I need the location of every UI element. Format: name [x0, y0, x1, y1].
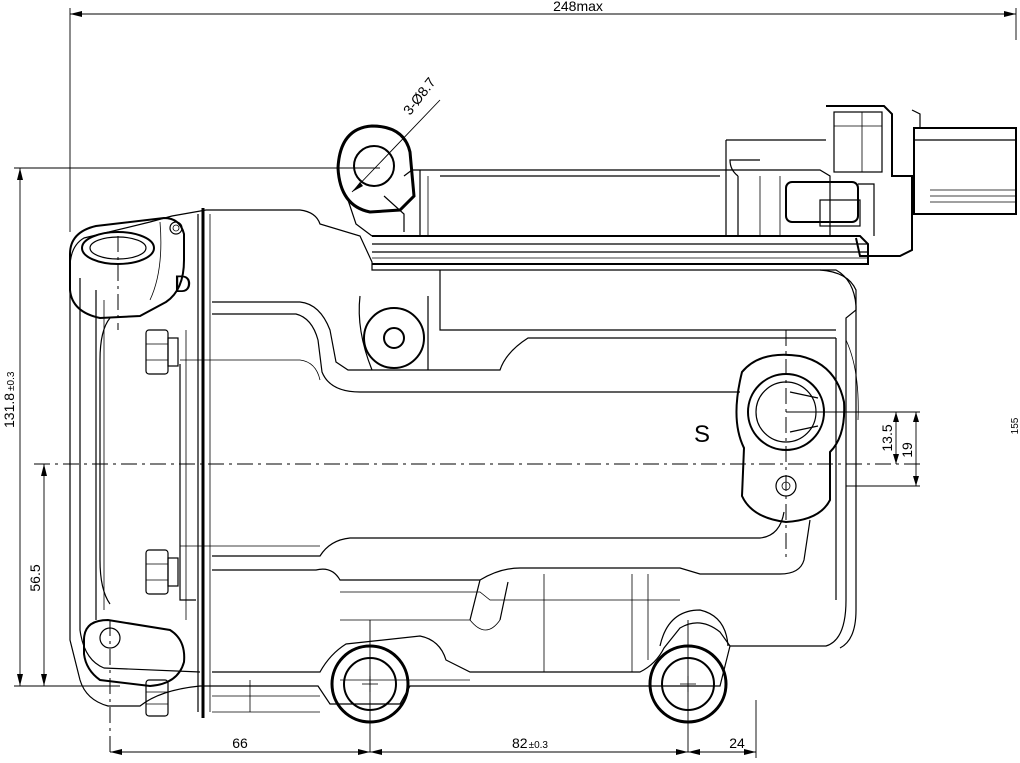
port-offset-large-label: 19: [899, 442, 915, 458]
bottom-mid-label: 82±0.3: [512, 735, 548, 751]
upper-boss-hole: [358, 295, 429, 371]
top-mounting-hole: 3-Ø8.7: [336, 74, 441, 237]
bolt-upper: [145, 329, 179, 375]
discharge-port-mark: D: [174, 271, 191, 298]
port-offset-small-label: 13.5: [879, 424, 895, 451]
bottom-left-label: 66: [232, 735, 248, 751]
bolt-lower: [145, 679, 169, 717]
lower-height-dimension: 56.5: [27, 464, 47, 686]
bottom-dimensions: 66 82±0.3 24: [110, 700, 757, 758]
left-end-lower-ear: [83, 618, 186, 752]
lower-height-label: 56.5: [27, 564, 43, 591]
suction-port: S: [694, 353, 846, 524]
lower-mounting-hole-right: [648, 609, 729, 752]
lower-mounting-hole-left: [330, 620, 410, 752]
edge-dimension-fragment: 155: [1010, 417, 1020, 434]
suction-port-mark: S: [694, 421, 710, 448]
bottom-right-label: 24: [729, 735, 745, 751]
overall-width-label: 248max: [553, 0, 603, 14]
hole-callout-label: 3-Ø8.7: [400, 74, 439, 118]
ear-mounting-hole: [81, 221, 183, 265]
electrical-connector: [725, 105, 1017, 257]
main-height-dimension: 131.8±0.3: [1, 167, 380, 687]
compressor-body: [69, 169, 869, 718]
main-height-label: 131.8±0.3: [1, 371, 17, 428]
port-offset-dimensions: 13.5 19: [786, 411, 920, 487]
bolt-middle: [145, 549, 179, 595]
overall-width-dimension: 248max: [69, 0, 1017, 232]
